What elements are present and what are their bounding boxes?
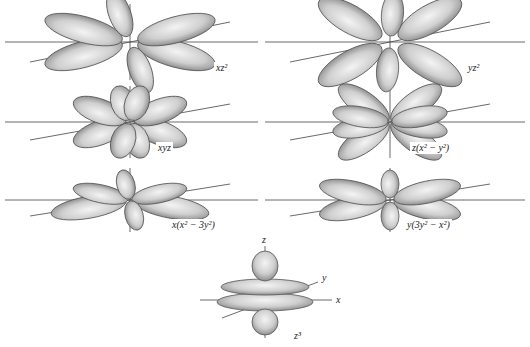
axis-label: x bbox=[334, 294, 342, 306]
orbital-label: x(x² − 3y²) bbox=[170, 219, 217, 231]
orbital-label: xyz bbox=[156, 142, 173, 154]
orbital-label: y(3y² − x²) bbox=[405, 219, 452, 231]
orbital-label: xz² bbox=[214, 62, 229, 74]
axes bbox=[5, 4, 525, 338]
orbital-label: z³ bbox=[292, 330, 303, 342]
orbital-label: z(x² − y²) bbox=[410, 142, 451, 154]
axis-label: y bbox=[320, 272, 328, 284]
orbital-label: yz² bbox=[466, 62, 481, 74]
orbital-lobes bbox=[42, 0, 468, 335]
axis-label: z bbox=[260, 234, 268, 246]
